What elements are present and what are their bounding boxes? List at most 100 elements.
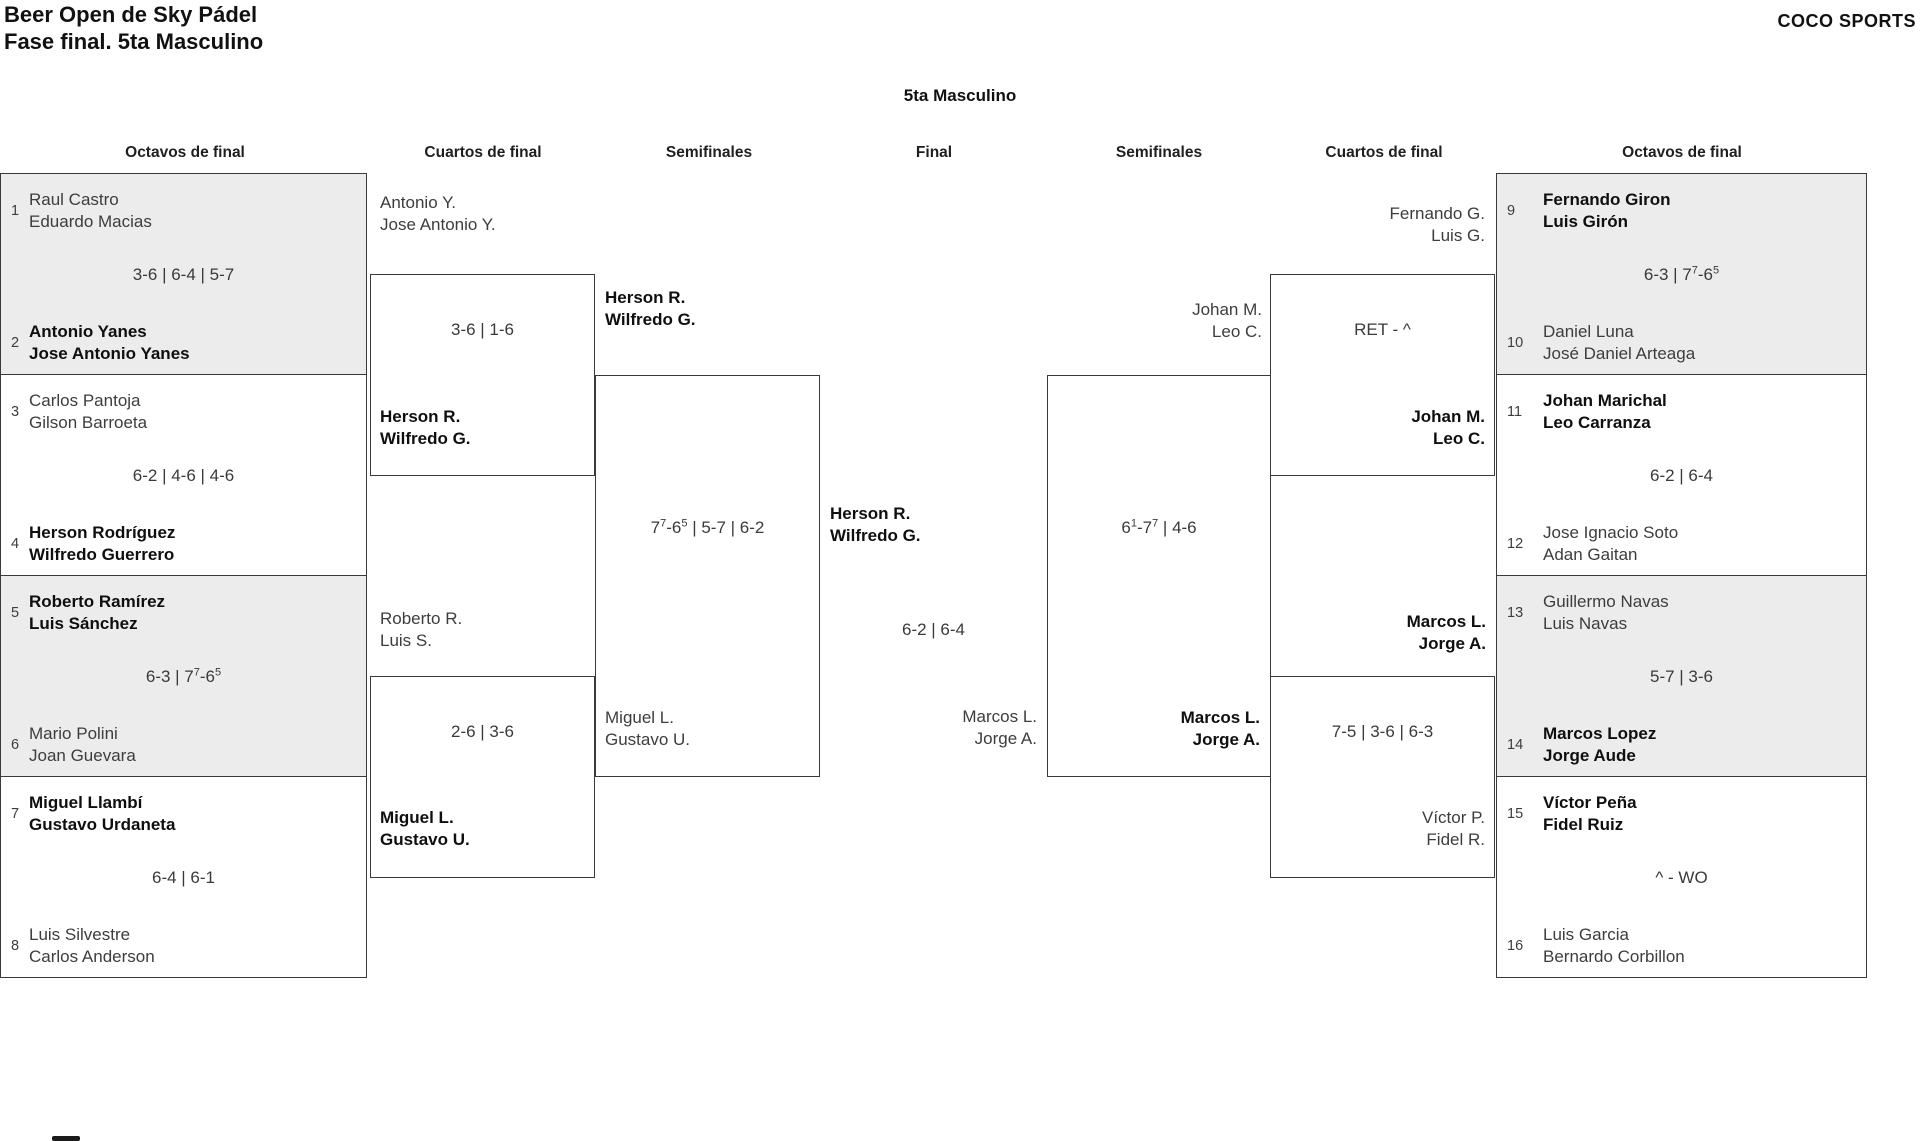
- bracket-slot-top: 1 Raul Castro Eduardo Macias: [11, 189, 360, 232]
- team-name: Luis Garcia Bernardo Corbillon: [1543, 924, 1685, 967]
- match-score-semifinal-right: 61-77 | 4-6: [1121, 517, 1197, 537]
- team-name: Guillermo Navas Luis Navas: [1543, 591, 1669, 634]
- bracket-slot-top: 7 Miguel Llambí Gustavo Urdaneta: [11, 792, 360, 835]
- phase-subtitle: Fase final. 5ta Masculino: [4, 29, 264, 54]
- seed-number: 4: [11, 535, 20, 552]
- player-name: Luis Silvestre: [29, 925, 131, 944]
- seed-number: 11: [1507, 403, 1523, 420]
- team-name: Marcos Lopez Jorge Aude: [1543, 723, 1656, 766]
- bracket-slot-top: 5 Roberto Ramírez Luis Sánchez: [11, 591, 360, 634]
- player-name: Raul Castro: [29, 190, 119, 209]
- team-label-cuartos-l1-bottom: Herson R.Wilfredo G.: [380, 407, 471, 448]
- team-label-cuartos-l1-top: Antonio Y.Jose Antonio Y.: [380, 193, 496, 234]
- match-box-semifinal-right: [1047, 375, 1271, 777]
- seed-number: 12: [1507, 535, 1524, 552]
- bracket-title: 5ta Masculino: [903, 86, 1017, 105]
- player-name: Luis Girón: [1543, 211, 1628, 231]
- player-name: Gustavo Urdaneta: [29, 814, 176, 834]
- player-name: Jorge Aude: [1543, 745, 1636, 765]
- bracket-slot-bottom: 16 Luis Garcia Bernardo Corbillon: [1507, 924, 1860, 967]
- bracket-slot-bottom: 8 Luis Silvestre Carlos Anderson: [11, 924, 360, 967]
- team-name: Johan Marichal Leo Carranza: [1543, 390, 1667, 433]
- team-label-cuartos-r2-top: Marcos L.Jorge A.: [1406, 612, 1486, 653]
- round-header-cuartos-right: Cuartos de final: [1325, 144, 1443, 161]
- match-score: ^ - WO: [1655, 868, 1708, 887]
- team-name: Herson Rodríguez Wilfredo Guerrero: [29, 522, 175, 565]
- player-name: Herson Rodríguez: [29, 523, 176, 542]
- round-header-octavos-left: Octavos de final: [125, 144, 245, 161]
- player-name: Eduardo Macias: [29, 211, 152, 231]
- bracket-slot-bottom: 2 Antonio Yanes Jose Antonio Yanes: [11, 321, 360, 364]
- bracket-slot-bottom: 4 Herson Rodríguez Wilfredo Guerrero: [11, 522, 360, 565]
- player-name: Roberto Ramírez: [29, 592, 166, 611]
- match-score: 6-2 | 6-4: [1649, 466, 1713, 485]
- team-label-cuartos-r2-bottom: Víctor P.Fidel R.: [1422, 808, 1485, 849]
- team-label-semifinal-right-bottom: Marcos L.Jorge A.: [1180, 708, 1260, 749]
- match-box-octavos-l2: 3 Carlos Pantoja Gilson Barroeta 6-2 | 4…: [0, 374, 367, 576]
- match-box-octavos-r4: 15 Víctor Peña Fidel Ruiz ^ - WO 16 Luis…: [1496, 776, 1867, 978]
- match-score: 6-3 | 77-65: [1643, 264, 1720, 284]
- player-name: Jose Ignacio Soto: [1543, 523, 1679, 542]
- match-box-octavos-l3: 5 Roberto Ramírez Luis Sánchez 6-3 | 77-…: [0, 575, 367, 777]
- seed-number: 1: [11, 202, 20, 219]
- team-label-cuartos-l2-top: Roberto R.Luis S.: [380, 609, 463, 650]
- player-name: Leo Carranza: [1543, 412, 1651, 432]
- bracket-slot-top: 3 Carlos Pantoja Gilson Barroeta: [11, 390, 360, 433]
- match-box-octavos-l4: 7 Miguel Llambí Gustavo Urdaneta 6-4 | 6…: [0, 776, 367, 978]
- match-score: 5-7 | 3-6: [1649, 667, 1713, 686]
- bracket-slot-bottom: 12 Jose Ignacio Soto Adan Gaitan: [1507, 522, 1860, 565]
- player-name: José Daniel Arteaga: [1543, 343, 1696, 363]
- match-score: 6-3 | 77-65: [145, 666, 222, 686]
- match-score-final: 6-2 | 6-4: [901, 620, 965, 639]
- seed-number: 16: [1507, 937, 1524, 954]
- team-label-cuartos-l2-bottom: Miguel L.Gustavo U.: [380, 808, 470, 849]
- round-header-cuartos-left: Cuartos de final: [424, 144, 542, 161]
- team-name: Jose Ignacio Soto Adan Gaitan: [1543, 522, 1678, 565]
- team-label-final-right: Marcos L.Jorge A.: [962, 707, 1037, 748]
- team-name: Daniel Luna José Daniel Arteaga: [1543, 321, 1695, 364]
- seed-number: 14: [1507, 736, 1524, 753]
- player-name: Carlos Pantoja: [29, 391, 141, 410]
- seed-number: 2: [11, 334, 20, 351]
- team-label-semifinal-left-bottom: Miguel L.Gustavo U.: [605, 708, 691, 749]
- seed-number: 10: [1507, 334, 1524, 351]
- team-name: Víctor Peña Fidel Ruiz: [1543, 792, 1637, 835]
- match-box-cuartos-r2: [1270, 676, 1495, 878]
- seed-number: 6: [11, 736, 20, 753]
- player-name: Luis Sánchez: [29, 613, 138, 633]
- match-box-octavos-l1: 1 Raul Castro Eduardo Macias 3-6 | 6-4 |…: [0, 173, 367, 375]
- team-label-cuartos-r1-bottom: Johan M.Leo C.: [1411, 407, 1485, 448]
- round-header-semis-right: Semifinales: [1115, 144, 1203, 161]
- player-name: Daniel Luna: [1543, 322, 1634, 341]
- team-name: Mario Polini Joan Guevara: [29, 723, 136, 766]
- team-name: Luis Silvestre Carlos Anderson: [29, 924, 155, 967]
- match-score-cuartos-r1: RET - ^: [1354, 320, 1411, 339]
- seed-number: 8: [11, 937, 20, 954]
- team-name: Miguel Llambí Gustavo Urdaneta: [29, 792, 175, 835]
- seed-number: 5: [11, 604, 20, 621]
- team-label-cuartos-r1-top: Fernando G.Luis G.: [1389, 204, 1485, 245]
- match-box-octavos-r3: 13 Guillermo Navas Luis Navas 5-7 | 3-6 …: [1496, 575, 1867, 777]
- bottom-edge-mark: [52, 1136, 80, 1141]
- player-name: Carlos Anderson: [29, 946, 155, 966]
- team-name: Roberto Ramírez Luis Sánchez: [29, 591, 165, 634]
- bracket-slot-bottom: 6 Mario Polini Joan Guevara: [11, 723, 360, 766]
- match-score-cuartos-r2: 7-5 | 3-6 | 6-3: [1331, 722, 1434, 741]
- bracket-slot-bottom: 14 Marcos Lopez Jorge Aude: [1507, 723, 1860, 766]
- player-name: Miguel Llambí: [29, 793, 143, 812]
- match-box-cuartos-l1: [370, 274, 595, 476]
- player-name: Wilfredo Guerrero: [29, 544, 175, 564]
- team-name: Carlos Pantoja Gilson Barroeta: [29, 390, 147, 433]
- team-label-semifinal-left-top: Herson R.Wilfredo G.: [605, 288, 696, 329]
- round-header-octavos-right: Octavos de final: [1622, 144, 1742, 161]
- player-name: Fidel Ruiz: [1543, 814, 1624, 834]
- match-box-octavos-r2: 11 Johan Marichal Leo Carranza 6-2 | 6-4…: [1496, 374, 1867, 576]
- player-name: Marcos Lopez: [1543, 724, 1657, 743]
- player-name: Luis Garcia: [1543, 925, 1629, 944]
- match-box-semifinal-left: [595, 375, 820, 777]
- match-box-octavos-r1: 9 Fernando Giron Luis Girón 6-3 | 77-65 …: [1496, 173, 1867, 375]
- player-name: Gilson Barroeta: [29, 412, 148, 432]
- seed-number: 7: [11, 805, 20, 822]
- player-name: Víctor Peña: [1543, 793, 1637, 812]
